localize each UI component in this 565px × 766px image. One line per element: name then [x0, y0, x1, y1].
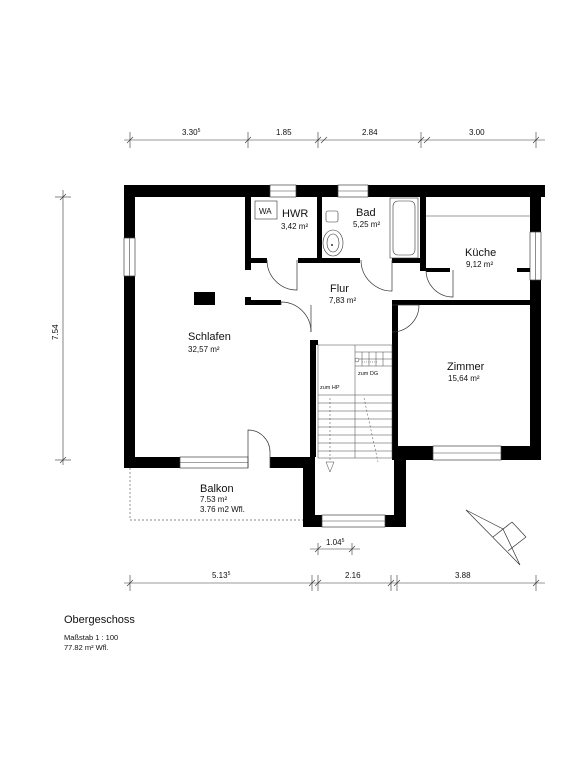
room-area-flur: 7,83 m² — [329, 296, 356, 305]
room-area-hwr: 3,42 m² — [281, 222, 308, 231]
room-name-zimmer: Zimmer — [447, 361, 485, 373]
stair-label-dg: zum DG — [358, 371, 378, 377]
dimension-line-bottom — [124, 575, 545, 591]
doors — [247, 259, 454, 468]
dim-bottom-2: 2.16 — [345, 571, 361, 580]
chimney — [194, 292, 215, 305]
room-name-balkon: Balkon — [200, 483, 234, 495]
dim-bottom-1: 5.135 — [212, 571, 231, 580]
fixtures — [254, 197, 530, 259]
stair-label-hp: zum HP — [320, 385, 340, 391]
plan-scale: Maßstab 1 : 100 — [64, 633, 119, 642]
plan-title: Obergeschoss — [64, 614, 135, 626]
room-area-kueche: 9,12 m² — [466, 260, 493, 269]
dim-top-1: 3.305 — [182, 128, 201, 137]
room-name-bad: Bad — [356, 207, 376, 219]
interior-walls — [245, 185, 530, 460]
dim-top-4: 3.00 — [469, 128, 485, 137]
dim-top-3: 2.84 — [362, 128, 378, 137]
room-name-hwr: HWR — [282, 208, 308, 220]
exterior-walls — [124, 185, 545, 527]
balcony-outline — [129, 468, 303, 521]
room-area-zimmer: 15,64 m² — [448, 374, 480, 383]
dim-bottom-3: 3.88 — [455, 571, 471, 580]
dim-top-2: 1.85 — [276, 128, 292, 137]
room-name-schlafen: Schlafen — [188, 331, 231, 343]
room-area-balkon-wfl: 3.76 m2 Wfl. — [200, 505, 245, 514]
room-area-balkon: 7.53 m² — [200, 495, 227, 504]
dimension-line-top — [124, 132, 545, 148]
toilet-dot — [331, 244, 333, 246]
plan-total-area: 77.82 m² Wfl. — [64, 643, 109, 652]
dimension-line-left — [55, 190, 71, 465]
room-area-schlafen: 32,57 m² — [188, 345, 220, 354]
room-name-kueche: Küche — [465, 247, 496, 259]
washing-machine-label: WA — [259, 207, 272, 216]
room-name-flur: Flur — [330, 283, 349, 295]
dim-left: 7.54 — [51, 324, 60, 340]
stairs — [317, 344, 393, 473]
north-arrow-icon — [465, 509, 527, 566]
windows — [123, 184, 542, 528]
room-area-bad: 5,25 m² — [353, 220, 380, 229]
dim-stair: 1.045 — [326, 538, 345, 547]
dimension-line-stair — [310, 543, 360, 555]
